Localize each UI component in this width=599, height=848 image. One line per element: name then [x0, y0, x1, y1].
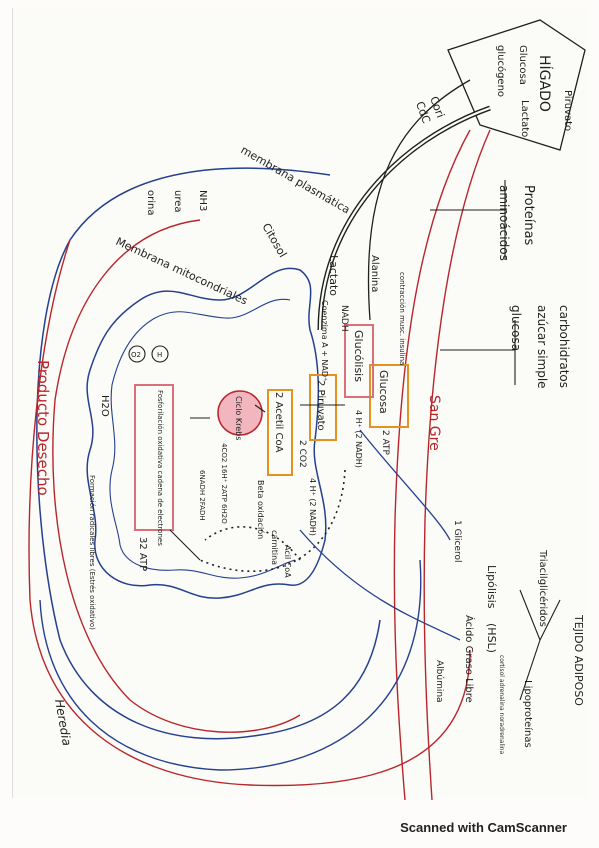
glycolysis-box: [344, 324, 374, 398]
outer-return-red: [28, 239, 471, 787]
urine-label: orina: [145, 190, 156, 215]
glycogen-label: glucógeno: [495, 45, 507, 97]
signature: Heredia: [52, 698, 74, 747]
triglycerides-label: Triacilglicéridos: [537, 549, 549, 627]
fatty-acid-line: [299, 529, 461, 641]
mitochondrial-inner: [109, 298, 296, 579]
oxphos-box: [134, 384, 174, 531]
notebook-paper: [12, 8, 588, 798]
acetyl-box: [267, 389, 293, 476]
cori-arrow-inner: [318, 106, 491, 331]
albumin-label: Albúmina: [434, 660, 444, 703]
mito-membrane-label: Membrana mitocondriales: [114, 235, 250, 308]
free-radicals-label: Formación radicales libres (Estrés oxida…: [88, 475, 96, 630]
h4-nadh-label: 4 H⁺ (2 NADH): [354, 410, 363, 468]
mito-arrows: [169, 404, 345, 561]
acyl-coa-label: Acil CoA: [283, 545, 292, 578]
blood-vessel-left: [393, 129, 471, 801]
cytosol-label: Citosol: [259, 221, 289, 260]
oxphos-label: Fosforilación oxidativa cadena de electr…: [156, 390, 164, 546]
beta-oxidation-label: Beta oxidación: [256, 480, 266, 539]
krebs-output-label: 4CO2 16H⁺ 2ATP 6H2O: [220, 443, 228, 524]
outer-return-blue: [39, 559, 422, 771]
glycerol-label: 1 Glicerol: [452, 520, 462, 563]
waste-product-label: Producto Desecho: [34, 360, 52, 496]
plasma-membrane: [36, 167, 381, 740]
coenzyme-label: Coenzima A + NAD⁺: [320, 300, 329, 381]
h-circle: [151, 345, 169, 363]
lipolysis-label: Lipólisis: [485, 565, 498, 609]
cortisol-label: cortisol adrenalina noradrenalina: [498, 655, 505, 755]
plasma-membrane-label: membrana plasmática: [239, 143, 353, 216]
krebs-label: Ciclo Krebs: [234, 396, 243, 440]
alanine-label: Alanina: [369, 255, 380, 292]
simple-sugar-label: azúcar simple: [535, 305, 549, 389]
o2-circle: [128, 345, 146, 363]
h2o-label: H2O: [99, 395, 110, 417]
lactate-label: Lactato: [327, 255, 340, 296]
dotted-flow-2: [204, 526, 301, 561]
protein-lines: [430, 180, 516, 385]
amino-acids-label: aminoácidos: [497, 185, 511, 261]
scanner-watermark: Scanned with CamScanner: [400, 820, 567, 835]
blood-label: San Gre: [426, 395, 442, 451]
free-fatty-acid-label: Ácido Graso Libre: [463, 615, 476, 703]
nh3-label: NH3: [197, 190, 208, 211]
contraction-label: contracción musc. insulina: [398, 272, 406, 365]
co2-label: 2 CO2: [297, 440, 307, 468]
o2-label: O2: [131, 351, 141, 359]
adipose-lines: [519, 589, 561, 701]
pyruvate-label: 2 Piruvato: [315, 380, 326, 431]
atp32-label: 32 ATP: [137, 537, 148, 571]
urea-label: urea: [172, 190, 183, 213]
outer-red-curve: [52, 219, 301, 733]
h-label: H: [157, 351, 162, 359]
carnitine-label: carnitina: [270, 530, 279, 565]
pyruvate-liver: Piruvato: [562, 90, 573, 131]
atp2-label: 2 ATP: [380, 430, 390, 456]
lipoproteins-label: Lipoproteínas: [522, 680, 534, 748]
glucose-carb-label: glucosa: [509, 305, 523, 351]
glucose-liver: Glucosa: [517, 45, 528, 85]
adipose-tissue-label: TEJIDO ADIPOSO: [572, 614, 585, 706]
krebs-circle: [217, 390, 263, 436]
cori-arrow-2: [367, 79, 471, 321]
lactate-liver: Lactato: [519, 100, 530, 137]
nadh-fadh-label: 6NADH 2FADH: [198, 470, 206, 521]
glycolysis-label: Glucólisis: [352, 330, 365, 382]
liver-label: HÍGADO: [536, 55, 553, 112]
proteins-label: Proteínas: [521, 185, 536, 246]
pyruvate-box: [309, 374, 337, 441]
glycerol-line: [359, 429, 451, 541]
dotted-flow: [199, 469, 346, 573]
h4-nadh-2-label: 4 H⁺ (2 NADH): [308, 478, 317, 536]
nadh-label: NADH: [339, 305, 349, 332]
glucose-box-label: Glucosa: [377, 370, 390, 414]
carbohydrates-label: carbohidratos: [557, 305, 571, 388]
acetyl-coa-label: 2 Acetil CoA: [273, 392, 284, 453]
hsl-label: (HSL): [485, 623, 498, 653]
